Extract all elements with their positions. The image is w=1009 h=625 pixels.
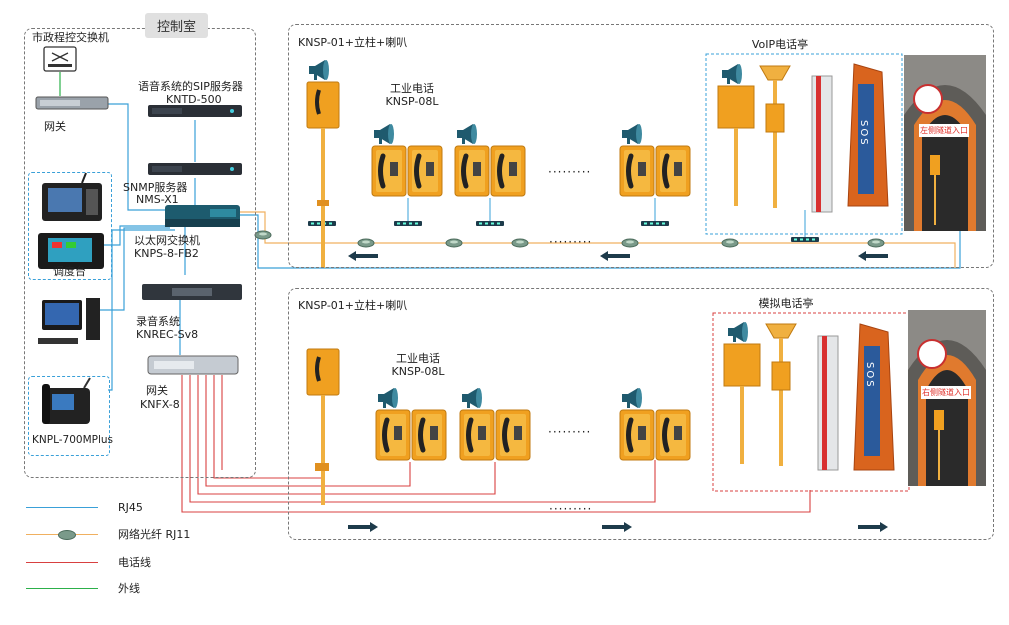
- legend-phone-label: 电话线: [118, 556, 151, 569]
- snmp-model-label: NMS-X1: [136, 193, 179, 206]
- fiber-lines: [240, 211, 956, 268]
- switch-model-label: KNPS-8-FB2: [134, 247, 199, 260]
- recorder-icon: [142, 284, 242, 300]
- snmp-server-label: SNMP服务器: [123, 181, 188, 194]
- upper-phone-model: KNSP-08L: [385, 95, 439, 108]
- upper-sos-text: SOS: [858, 120, 869, 147]
- desk-phone-icon: [42, 377, 91, 424]
- lower-sos-text: SOS: [864, 362, 875, 389]
- analog-booth-group: [712, 312, 910, 492]
- lower-ellipsis: ·········: [548, 425, 592, 439]
- lower-ellipsis-line: ·········: [549, 502, 593, 516]
- lower-phone-model: KNSP-08L: [391, 365, 445, 378]
- upper-zone-box: [288, 24, 994, 268]
- upper-pole-phone: [306, 60, 340, 268]
- legend-rj45-line: [26, 507, 98, 508]
- switch-icon: [165, 205, 240, 227]
- gateway-top-label: 网关: [44, 120, 66, 133]
- gateway-bottom-icon: [147, 355, 239, 375]
- gateway-icon: [35, 96, 109, 110]
- legend-external-label: 外线: [118, 582, 140, 595]
- analog-booth-title: 模拟电话亭: [758, 297, 814, 310]
- sip-model-label: KNTD-500: [166, 93, 222, 106]
- city-exchange-label: 市政程控交换机: [32, 31, 109, 44]
- voip-booth-title: VoIP电话亭: [751, 38, 809, 51]
- legend-fiber-icon: [58, 530, 76, 540]
- gateway-bottom-label: 网关: [146, 384, 168, 397]
- dispatch-box: [28, 172, 112, 280]
- legend-phone-line: [26, 562, 98, 563]
- upper-zone-title: KNSP-01+立柱+喇叭: [298, 36, 408, 49]
- lower-tunnel-sign: 右侧隧道入口: [921, 386, 971, 399]
- recorder-label: 录音系统: [136, 315, 180, 328]
- lower-zone-box: [288, 288, 994, 540]
- upper-ellipsis: ·········: [548, 165, 592, 179]
- upper-tunnel-sign: 左侧隧道入口: [919, 124, 969, 137]
- legend-fiber-label: 网络光纤 RJ11: [118, 528, 191, 541]
- legend-rj45-label: RJ45: [118, 501, 143, 514]
- voip-booth-group: [705, 53, 903, 235]
- exchange-icon: [43, 46, 77, 72]
- desk-phone-box: [28, 376, 110, 456]
- gateway-bottom-model-label: KNFX-8: [140, 398, 180, 411]
- control-room-box: [24, 28, 256, 478]
- upper-ellipsis-line: ·········: [549, 235, 593, 249]
- dispatch-label: 调度台: [53, 265, 86, 278]
- lower-phone-label: 工业电话: [396, 352, 440, 365]
- lower-zone-title: KNSP-01+立柱+喇叭: [298, 299, 408, 312]
- dispatch-console-icon: [38, 172, 104, 269]
- sip-server-label: 语音系统的SIP服务器: [138, 80, 243, 93]
- upper-phone-label: 工业电话: [390, 82, 434, 95]
- desk-phone-label: KNPL-700MPlus: [32, 434, 114, 446]
- pc-icon: [38, 298, 100, 344]
- control-room-title: 控制室: [145, 13, 209, 38]
- lower-pole-phone: [306, 348, 340, 505]
- recorder-model-label: KNREC-Sv8: [136, 328, 199, 341]
- switch-label: 以太网交换机: [134, 234, 200, 247]
- legend-external-line: [26, 588, 98, 589]
